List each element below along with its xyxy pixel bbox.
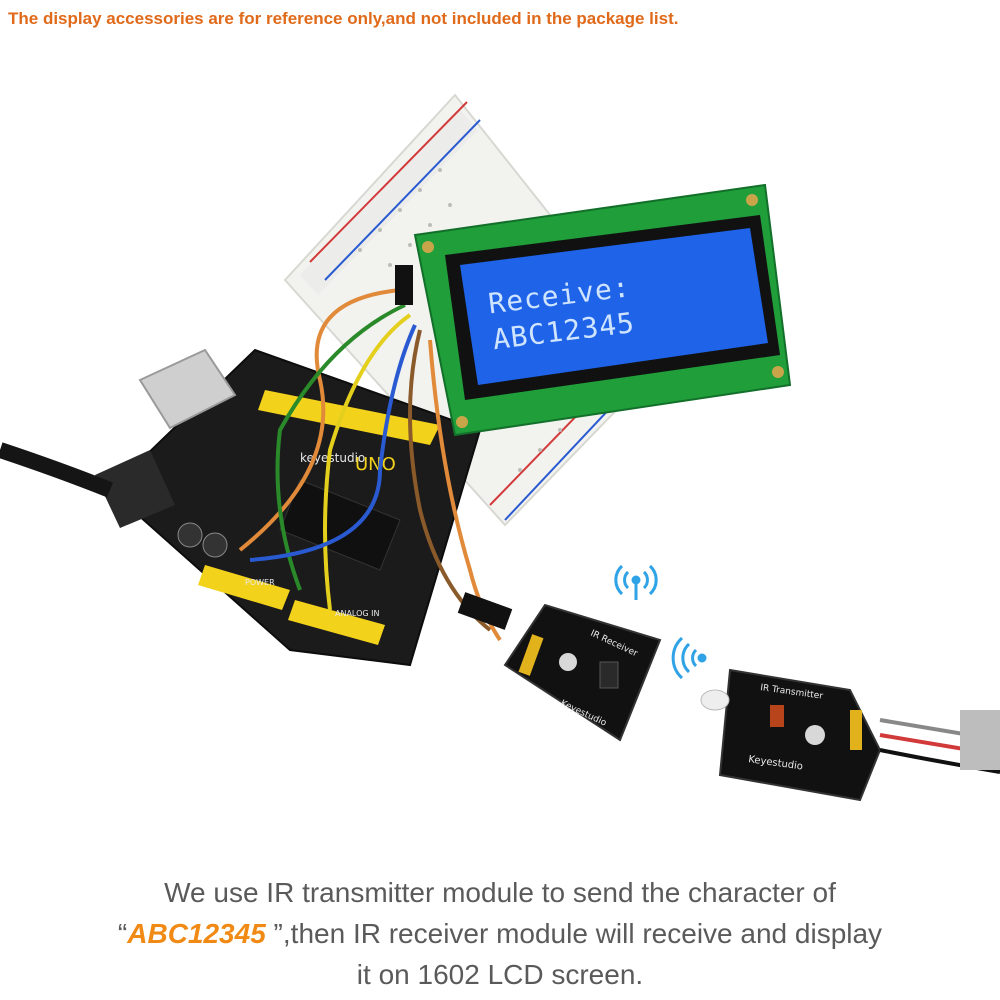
ir-led: [700, 689, 730, 711]
capacitor: [177, 522, 203, 548]
caption-line-2: “ABC12345 ”,then IR receiver module will…: [0, 913, 1000, 954]
wireless-signal-icon: [671, 636, 707, 680]
caption-highlight: ABC12345: [127, 918, 266, 949]
caption-line-2-rest: ”,then IR receiver module will receive a…: [265, 918, 883, 949]
dupont-connector: [457, 592, 513, 630]
caption-line-1: We use IR transmitter module to send the…: [164, 877, 836, 908]
lcd-1602-module: Receive: ABC12345: [395, 183, 792, 437]
cable-end: [960, 710, 1000, 770]
microcontroller-chip: [279, 479, 401, 571]
caption-quote-open: “: [117, 918, 128, 949]
lcd-screen: [460, 228, 768, 385]
lcd-pin-header: [395, 265, 413, 305]
ir-transmitter-module: IR Transmitter Keyestudio: [700, 668, 882, 802]
digital-header: [258, 390, 440, 445]
reference-notice: The display accessories are for referenc…: [8, 9, 679, 28]
product-scene: keyestudio UNO POWER ANALOG IN Receive: …: [0, 93, 1000, 802]
wireless-signal-icon: [614, 564, 658, 600]
power-cable: [0, 442, 113, 498]
ir-receiver-module: IR Receiver Keyestudio: [503, 603, 662, 742]
power-label: POWER: [245, 578, 275, 587]
ir-receiver-sensor: [599, 661, 619, 689]
usb-connector: [138, 348, 237, 430]
description-caption: We use IR transmitter module to send the…: [0, 872, 1000, 995]
caption-line-3: it on 1602 LCD screen.: [356, 959, 644, 990]
power-header: [198, 565, 290, 610]
power-jack: [95, 450, 175, 528]
analog-label: ANALOG IN: [335, 609, 380, 618]
uno-model-label: UNO: [355, 454, 396, 475]
analog-header: [288, 600, 385, 645]
capacitor: [202, 532, 228, 558]
